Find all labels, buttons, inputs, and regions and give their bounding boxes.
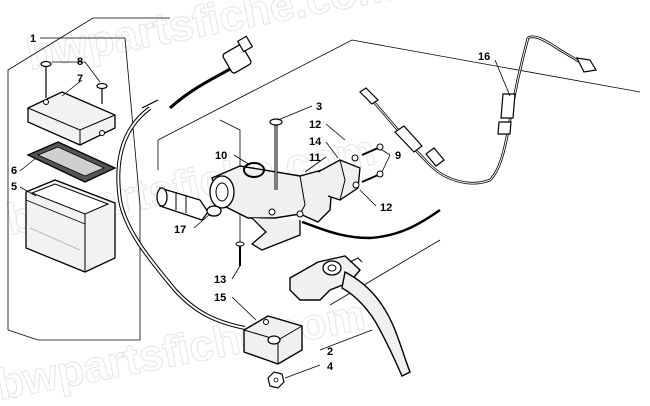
reservoir-body-part-5 — [25, 179, 116, 273]
callout-9: 9 — [395, 150, 401, 162]
screw-part-13 — [235, 241, 245, 266]
callout-15: 15 — [214, 292, 226, 304]
callout-16: 16 — [478, 51, 490, 63]
piston-assembly-part-17 — [156, 187, 222, 221]
bolt-part-3 — [269, 118, 283, 190]
callout-3: 3 — [316, 101, 322, 113]
reservoir-screw-part-8 — [40, 60, 108, 104]
callout-10: 10 — [215, 150, 227, 162]
clamp-part-14 — [317, 159, 361, 201]
callout-11: 11 — [309, 152, 321, 164]
callout-13: 13 — [214, 274, 226, 286]
reservoir-hose — [116, 99, 246, 330]
leader-lines — [19, 37, 511, 379]
callout-17: 17 — [174, 224, 186, 236]
brake-lever-part-2 — [289, 255, 411, 377]
callout-5: 5 — [11, 181, 17, 193]
brake-switch-part-15 — [243, 315, 303, 365]
callout-12-bottom: 12 — [380, 202, 392, 214]
washer-part-12 — [351, 154, 360, 189]
brake-line-part-16 — [301, 35, 597, 240]
master-cylinder-body-part-11 — [209, 165, 333, 251]
callout-labels: 1 2 3 4 5 6 7 8 9 10 11 12 12 13 14 15 1… — [11, 33, 490, 373]
callout-12-top: 12 — [309, 119, 321, 131]
callout-6: 6 — [11, 165, 17, 177]
o-ring-part-10 — [243, 162, 265, 178]
clamp-bolt-part-9 — [361, 143, 384, 183]
callout-8: 8 — [77, 56, 83, 68]
diaphragm-gasket-part-6 — [26, 141, 117, 183]
brake-switch-wire — [168, 35, 254, 110]
reservoir-cover-part-7 — [27, 91, 116, 146]
reservoir-group-bracket — [7, 17, 170, 341]
callout-7: 7 — [77, 73, 83, 85]
callout-2: 2 — [327, 346, 333, 358]
nut-part-4 — [267, 371, 285, 389]
callout-1: 1 — [30, 33, 36, 45]
callout-14: 14 — [309, 136, 322, 148]
watermark-text-bottom: bwpartsfiche.com — [0, 290, 369, 406]
callout-4: 4 — [327, 361, 334, 373]
